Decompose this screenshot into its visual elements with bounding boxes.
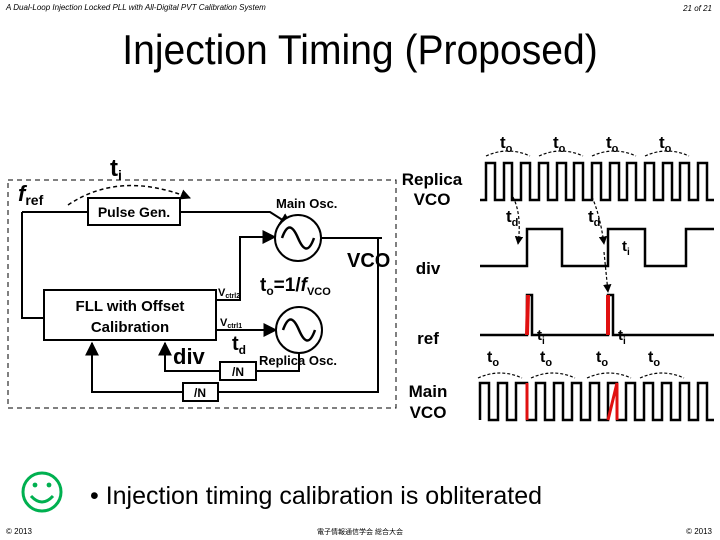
ti-label: ti (110, 155, 122, 183)
to-labels-top: to to to to (485, 133, 690, 157)
replica-vco-waveform (480, 161, 714, 202)
fll-block (43, 289, 217, 341)
divider-label-2: /N (194, 386, 206, 400)
pulse-gen-label: Pulse Gen. (98, 204, 170, 220)
block-diagram: fref ti Pulse Gen. Main Osc. VCO FLL wit… (7, 155, 397, 409)
main-feedback-wire (85, 341, 183, 393)
replica-output-wire (256, 353, 300, 372)
divider-label-1: /N (232, 365, 244, 379)
ti-label: ti (537, 327, 545, 347)
page-number: 21 of 21 (683, 4, 712, 13)
pulse-gen-block (87, 197, 181, 226)
div-waveform (480, 227, 714, 268)
to-label: to (659, 133, 672, 155)
footer-copyright-right: © 2013 (686, 527, 712, 536)
footer-conference: 電子情報通信学会 総合大会 (317, 529, 403, 536)
vctrl1-label: Vctrl1 (220, 317, 242, 330)
page-title: Injection Timing (Proposed) (122, 26, 598, 73)
smiley-icon (21, 471, 63, 513)
to-dashed-arc (644, 150, 690, 157)
ti-label: ti (618, 327, 626, 347)
ref-waveform (480, 293, 714, 337)
to-dashed-arc (591, 150, 637, 157)
to-dashed-arc (538, 150, 584, 157)
waveform-panel: Replica VCO div ref Main VCO to to to to… (402, 133, 714, 422)
td-label: td (506, 207, 518, 229)
td-dashed-arrow (591, 196, 608, 245)
to-dashed-arc (477, 372, 523, 379)
vctrl2-label: Vctrl2 (218, 287, 240, 300)
fll-label-line2: Calibration (91, 319, 169, 336)
to-label: to (606, 133, 619, 155)
td-dashed-arrow (512, 196, 524, 245)
replica-vco-label-1: Replica (402, 170, 463, 189)
sine-wave-icon (280, 226, 316, 250)
div-feedback-wire (158, 341, 220, 372)
to-label: to (553, 133, 566, 155)
left-loop-wire (21, 212, 44, 319)
to-label: to (596, 349, 608, 369)
sine-wave-icon (281, 318, 317, 342)
td-label: td (588, 207, 600, 229)
main-vco-injection-edge-highlight (606, 382, 619, 421)
replica-vco-label-2: VCO (414, 190, 451, 209)
fref-label: fref (18, 181, 44, 208)
vco-feedback-wire (218, 238, 379, 393)
div-label: div (173, 344, 206, 369)
main-vco-waveform (478, 381, 714, 422)
to-dashed-arc (530, 372, 576, 379)
ti-label: ti (622, 238, 630, 258)
vco-label: VCO (347, 250, 390, 272)
ti-dashed-arrow (603, 251, 612, 293)
footer-copyright-left: © 2013 (6, 527, 32, 536)
fll-label-line1: FLL with Offset (76, 298, 185, 315)
to-dashed-arc (639, 372, 685, 379)
div-wave-label: div (416, 259, 441, 278)
main-osc-label: Main Osc. (276, 196, 337, 211)
vctrl2-wire (216, 230, 277, 301)
presentation-subtitle: A Dual-Loop Injection Locked PLL with Al… (6, 3, 266, 12)
main-vco-label-2: VCO (410, 403, 447, 422)
pulse-to-main-osc-wire (180, 211, 294, 227)
to-labels-bottom: to to to to (477, 349, 685, 379)
ref-wave-label: ref (417, 329, 439, 348)
ref-injection-edge-highlight (525, 294, 530, 336)
to-label: to (487, 349, 499, 369)
main-vco-label-1: Main (409, 382, 448, 401)
to-dashed-arc (586, 372, 632, 379)
to-label: to (500, 133, 513, 155)
to-label: to (648, 349, 660, 369)
diagram-border (7, 179, 397, 409)
td-label: td (232, 333, 246, 357)
to-dashed-arc (485, 150, 531, 157)
to-label: to (540, 349, 552, 369)
bullet-point: • Injection timing calibration is oblite… (90, 482, 543, 510)
to-equation: to=1/fVCO (260, 275, 331, 298)
